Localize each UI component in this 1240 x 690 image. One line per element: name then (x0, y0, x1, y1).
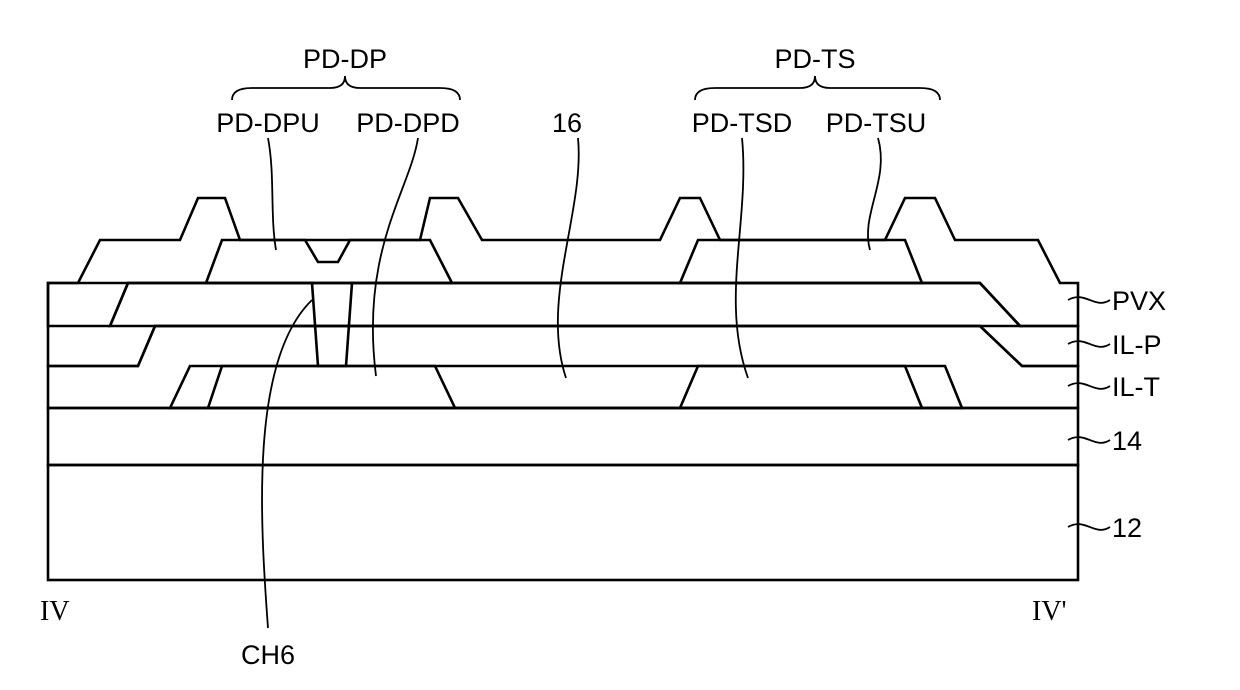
label-pd-dpd: PD-DPD (356, 108, 460, 138)
leader-pd-dpd (373, 138, 418, 376)
label-pd-ts: PD-TS (775, 44, 856, 74)
label-section-start: IV (40, 596, 70, 627)
leader-12 (1068, 524, 1110, 530)
brace-pd-dp (232, 76, 460, 100)
leader-pd-tsd (736, 138, 748, 378)
label-pd-tsu: PD-TSU (826, 108, 927, 138)
electrode-pd-dpd (208, 366, 455, 408)
layer-il-p-top (110, 283, 1020, 326)
leader-16 (558, 138, 579, 378)
semiconductor-16 (170, 366, 962, 408)
leader-pd-dpu (268, 138, 276, 250)
label-il-p: IL-P (1112, 330, 1162, 360)
layer-12-substrate (48, 465, 1078, 580)
layer-il-p (48, 283, 1078, 366)
electrode-pd-tsu (680, 240, 922, 283)
label-14: 14 (1112, 426, 1142, 456)
layer-14-buffer (48, 408, 1078, 465)
label-16: 16 (552, 108, 582, 138)
label-pd-tsd: PD-TSD (692, 108, 793, 138)
leader-il-p (1068, 341, 1110, 347)
layer-pvx (48, 198, 483, 326)
label-ch6: CH6 (241, 640, 295, 670)
label-pvx: PVX (1112, 286, 1166, 316)
label-il-t: IL-T (1112, 372, 1160, 402)
label-section-end: IV' (1032, 596, 1067, 627)
electrode-pd-tsd (680, 366, 922, 408)
leader-il-t (1068, 383, 1110, 389)
leader-14 (1068, 437, 1110, 443)
layer-pvx-body (48, 198, 1078, 326)
label-pd-dp: PD-DP (303, 44, 387, 74)
brace-pd-ts (695, 76, 940, 100)
label-pd-dpu: PD-DPU (216, 108, 320, 138)
leader-pvx (1068, 297, 1110, 303)
electrode-pd-dpu (206, 240, 452, 366)
leader-pd-tsu (868, 138, 881, 250)
label-12: 12 (1112, 513, 1142, 543)
